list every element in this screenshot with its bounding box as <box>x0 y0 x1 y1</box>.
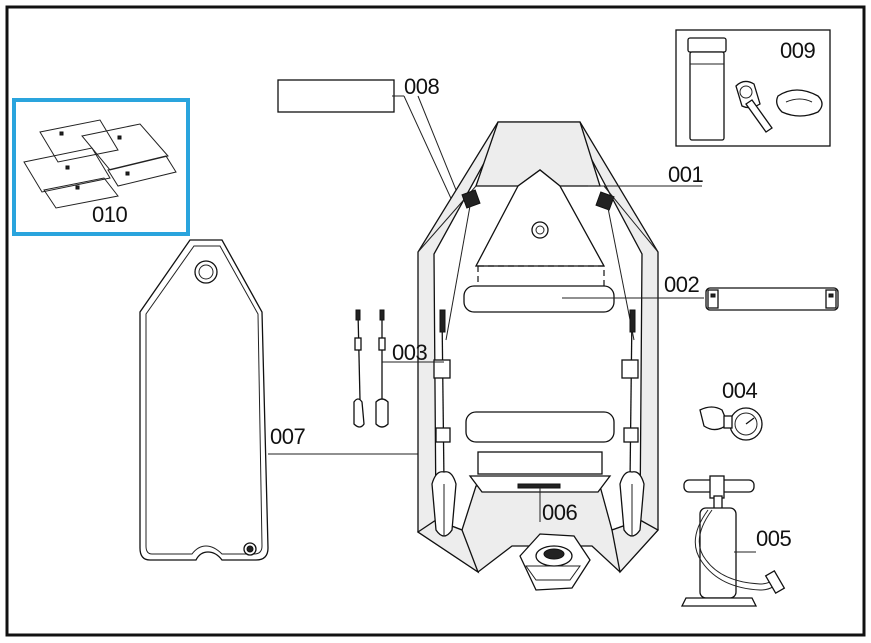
part-007-floor-board[interactable]: 007 <box>139 239 508 561</box>
part-003-oars[interactable]: 003 <box>353 309 444 428</box>
part-label-006: 006 <box>542 500 577 525</box>
part-002-seat-bench[interactable]: 002 <box>562 272 839 311</box>
oars-icon <box>353 309 389 428</box>
hand-pump-icon <box>680 475 786 607</box>
repair-kit-icon <box>687 37 823 141</box>
part-010-floor-panels[interactable]: 010 <box>12 98 190 236</box>
part-label-002: 002 <box>664 272 699 297</box>
part-label-007: 007 <box>270 424 305 449</box>
part-005-hand-pump[interactable]: 005 <box>680 475 792 607</box>
part-label-008: 008 <box>404 74 439 99</box>
part-label-005: 005 <box>756 526 791 551</box>
transom-valve-icon <box>519 533 591 591</box>
floor-panels-icon <box>23 119 177 209</box>
part-008-storage-bag[interactable]: 008 <box>277 74 487 267</box>
part-label-009: 009 <box>780 38 815 63</box>
part-001-boat-hull[interactable]: 001 <box>416 121 704 574</box>
seat-bench-icon <box>705 287 839 311</box>
part-004-pressure-gauge[interactable]: 004 <box>699 378 763 441</box>
highlight-box <box>12 98 190 236</box>
part-009-repair-kit[interactable]: 009 <box>675 29 831 147</box>
part-label-004: 004 <box>722 378 757 403</box>
part-label-010: 010 <box>92 202 127 227</box>
boat-hull-icon <box>416 121 660 574</box>
part-006-transom-valve[interactable]: 006 <box>519 488 591 591</box>
floor-board-icon <box>139 239 269 561</box>
part-label-003: 003 <box>392 340 427 365</box>
pressure-gauge-icon <box>699 406 763 441</box>
part-label-001: 001 <box>668 162 703 187</box>
storage-bag-icon <box>277 79 395 113</box>
